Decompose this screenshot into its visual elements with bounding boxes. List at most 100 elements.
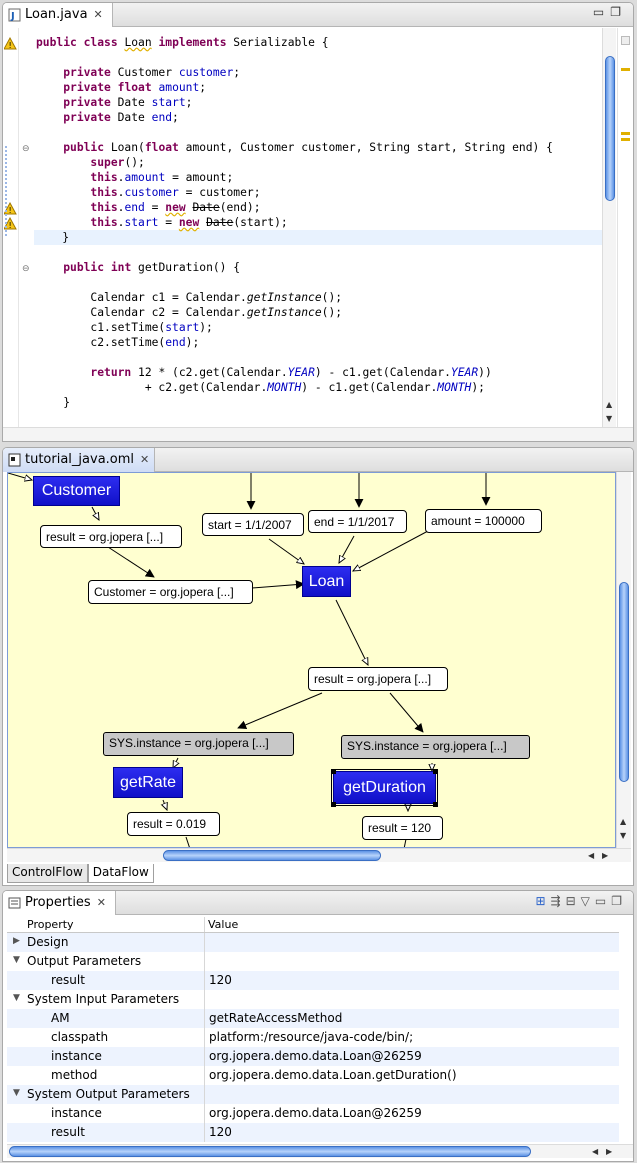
code-line[interactable]: Calendar c2 = Calendar.getInstance(); [35,305,605,320]
node-end[interactable]: end = 1/1/2017 [308,510,407,533]
code-line[interactable]: this.end = new Date(end); [35,200,605,215]
node-customer[interactable]: Customer [33,476,120,506]
scroll-down-icon[interactable]: ▼ [606,414,613,423]
code-line[interactable]: c1.setTime(start); [35,320,605,335]
code-line[interactable]: public int getDuration() { [35,260,605,275]
scrollbar-thumb[interactable] [9,1146,531,1157]
node-get-rate[interactable]: getRate [113,767,183,798]
expanded-triangle-icon[interactable]: ▼ [13,993,20,1003]
selection-handle[interactable] [433,802,438,807]
restore-default-icon[interactable]: ⊟ [565,894,581,908]
scroll-up-icon[interactable]: ▲ [620,817,627,826]
connection[interactable] [403,838,407,848]
property-value[interactable]: org.jopera.demo.data.Loan@26259 [209,1049,422,1063]
connection[interactable] [335,599,368,665]
show-categories-icon[interactable]: ⊞ [535,894,551,908]
diagram-canvas[interactable]: Customer result = org.jopera [...] start… [7,472,616,848]
property-row[interactable]: ▼System Output Parameters [7,1085,619,1104]
code-line[interactable]: + c2.get(Calendar.MONTH) - c1.get(Calend… [35,380,605,395]
code-line[interactable]: this.start = new Date(start); [35,215,605,230]
connection[interactable] [185,836,190,848]
property-row[interactable]: ▼System Input Parameters [7,990,619,1009]
tab-dataflow[interactable]: DataFlow [87,864,154,883]
column-header-property[interactable]: Property [27,918,74,931]
connection[interactable] [163,799,167,810]
code-line[interactable]: } [35,395,605,410]
property-value[interactable]: platform:/resource/java-code/bin/; [209,1030,414,1044]
scroll-up-icon[interactable]: ▲ [606,400,613,409]
code-line[interactable]: private Date end; [35,110,605,125]
column-divider[interactable] [204,917,205,932]
code-line[interactable]: public Loan(float amount, Customer custo… [35,140,605,155]
selection-handle[interactable] [331,802,336,807]
tab-properties[interactable]: Properties✕ [3,891,116,915]
properties-horizontal-scrollbar[interactable]: ◀ ▶ [7,1144,633,1158]
properties-vertical-scrollbar[interactable] [619,935,633,1143]
connection[interactable] [107,546,155,578]
code-line[interactable]: return 12 * (c2.get(Calendar.YEAR) - c1.… [35,365,605,380]
scrollbar-thumb[interactable] [619,582,629,782]
expanded-triangle-icon[interactable]: ▼ [13,955,20,965]
diagram-horizontal-scrollbar[interactable]: ◀ ▶ [7,848,631,862]
code-line[interactable]: this.amount = amount; [35,170,605,185]
code-line[interactable] [35,125,605,140]
code-line[interactable] [35,350,605,365]
collapse-icon[interactable]: ⊖ [22,264,30,274]
warning-marker[interactable] [621,132,630,135]
close-icon[interactable]: ✕ [93,8,103,21]
scrollbar-thumb[interactable] [605,56,615,201]
code-line[interactable]: } [34,230,605,245]
close-icon[interactable]: ✕ [140,453,150,466]
selection-handle[interactable] [331,769,336,774]
code-line[interactable]: private Customer customer; [35,65,605,80]
node-customer-param[interactable]: Customer = org.jopera [...] [88,580,253,604]
node-amount[interactable]: amount = 100000 [425,509,542,533]
code-line[interactable]: public class Loan implements Serializabl… [35,35,605,50]
warning-icon[interactable]: ! [4,217,18,231]
maximize-icon[interactable]: ❐ [611,894,627,908]
scroll-down-icon[interactable]: ▼ [620,831,627,840]
maximize-icon[interactable]: ❐ [610,5,627,19]
editor-horizontal-scrollbar[interactable] [3,427,633,441]
property-value[interactable]: 120 [209,1125,232,1139]
scrollbar-thumb[interactable] [163,850,381,861]
scroll-right-icon[interactable]: ▶ [602,851,609,860]
tab-tutorial-java-oml[interactable]: tutorial_java.oml✕ [3,448,155,472]
collapse-icon[interactable]: ⊖ [22,144,30,154]
node-duration-result[interactable]: result = 120 [362,816,443,840]
connection[interactable] [251,580,305,590]
node-loan[interactable]: Loan [302,566,351,597]
code-line[interactable]: super(); [35,155,605,170]
node-get-duration[interactable]: getDuration [331,769,438,806]
connection[interactable] [268,538,304,564]
code-line[interactable]: private Date start; [35,95,605,110]
warning-icon[interactable]: ! [4,202,18,216]
property-value[interactable]: org.jopera.demo.data.Loan.getDuration() [209,1068,457,1082]
code-line[interactable]: private float amount; [35,80,605,95]
node-loan-result[interactable]: result = org.jopera [...] [308,667,448,691]
node-sys-instance-rate[interactable]: SYS.instance = org.jopera [...] [103,732,294,756]
connection[interactable] [353,530,429,571]
code-line[interactable]: c2.setTime(end); [35,335,605,350]
column-header-value[interactable]: Value [208,918,239,931]
warning-marker[interactable] [621,138,630,141]
node-customer-result[interactable]: result = org.jopera [...] [40,525,182,548]
connection[interactable] [339,535,355,563]
minimize-icon[interactable]: ▭ [592,5,611,19]
code-line[interactable]: this.customer = customer; [35,185,605,200]
close-icon[interactable]: ✕ [96,896,106,909]
property-row[interactable]: ▶Design [7,933,619,952]
code-line[interactable] [35,245,605,260]
scroll-left-icon[interactable]: ◀ [592,1147,599,1156]
scroll-right-icon[interactable]: ▶ [606,1147,613,1156]
connection[interactable] [8,473,32,480]
node-sys-instance-duration[interactable]: SYS.instance = org.jopera [...] [341,735,530,759]
show-advanced-icon[interactable]: ⇶ [550,894,566,908]
selection-handle[interactable] [433,769,438,774]
